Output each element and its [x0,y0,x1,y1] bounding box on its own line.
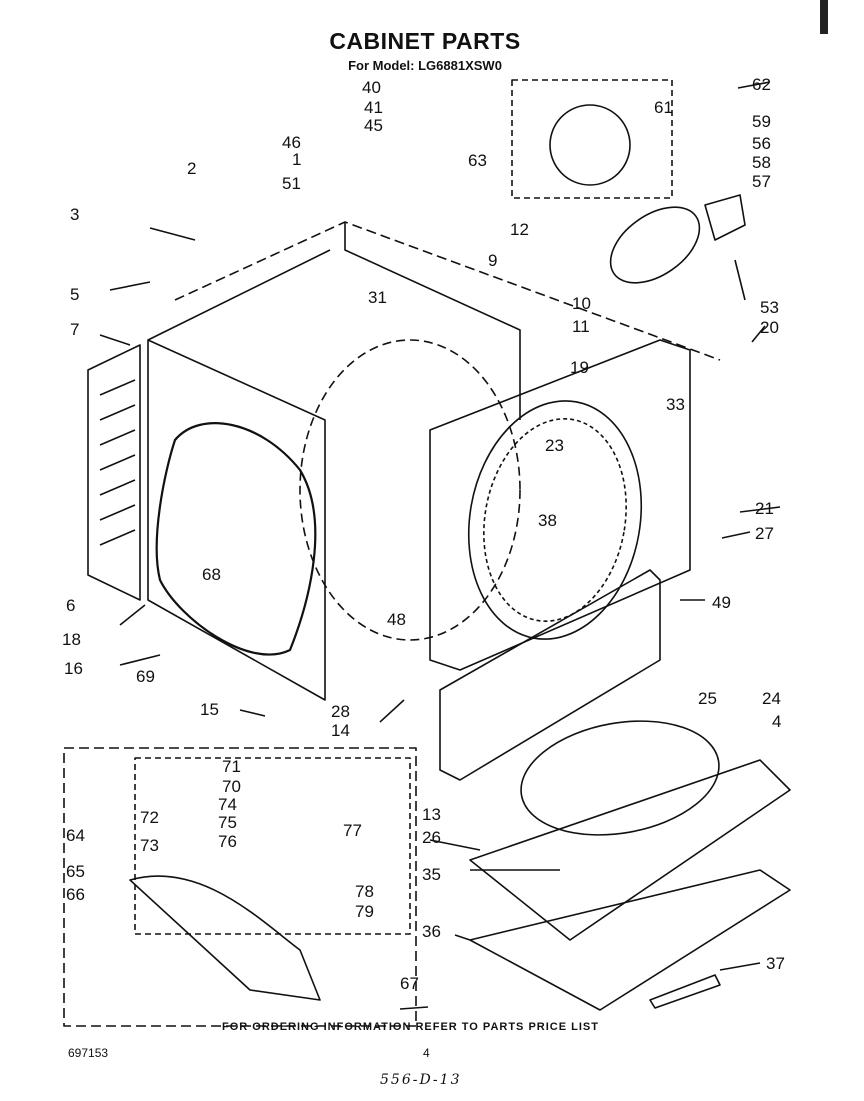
callout-labels: 40 41 45 46 1 63 62 61 59 56 58 57 2 51 … [62,75,785,993]
callout-label: 73 [140,836,159,855]
callout-label: 6 [66,596,75,615]
door-assembly [469,759,791,941]
idler-bracket [704,194,746,241]
callout-label: 27 [755,524,774,543]
callout-label: 56 [752,134,771,153]
corner-registration-mark [820,0,828,34]
callout-label: 70 [222,777,241,796]
callout-label: 69 [136,667,155,686]
callout-label: 5 [70,285,79,304]
callout-label: 9 [488,251,497,270]
inner-door-panel [469,869,791,1011]
front-panel [429,339,691,671]
toe-panel [439,569,661,781]
callout-label: 68 [202,565,221,584]
callout-label: 14 [331,721,350,740]
callout-label: 4 [772,712,781,731]
page-title: CABINET PARTS [329,28,521,54]
callout-label: 45 [364,116,383,135]
cabinet-side-panel [147,339,326,701]
callout-label: 63 [468,151,487,170]
callout-label: 2 [187,159,196,178]
callout-label: 72 [140,808,159,827]
callout-label: 36 [422,922,441,941]
callout-label: 67 [400,974,419,993]
cabinet-cutaway [155,422,317,656]
motor [549,104,631,186]
callout-label: 64 [66,826,85,845]
cabinet-back-panel [344,222,521,420]
model-subtitle: For Model: LG6881XSW0 [348,58,502,73]
callout-label: 11 [572,317,590,336]
callout-label: 58 [752,153,771,172]
callout-label: 35 [422,865,441,884]
gas-valve-subassembly-box [134,757,411,935]
callout-label: 53 [760,298,779,317]
callout-label: 3 [70,205,79,224]
burner-bracket [129,875,321,1001]
callout-label: 25 [698,689,717,708]
handwritten-note: 556-D-13 [380,1072,462,1088]
ordering-note: FOR ORDERING INFORMATION REFER TO PARTS … [222,1021,599,1033]
callout-label: 74 [218,795,237,814]
callout-label: 12 [510,220,529,239]
callout-label: 59 [752,112,771,131]
callout-label: 16 [64,659,83,678]
callout-label: 28 [331,702,350,721]
callout-label: 76 [218,832,237,851]
rear-vent-panel [87,344,141,601]
drive-belt [609,206,701,284]
callout-label: 65 [66,862,85,881]
callout-label: 51 [282,174,301,193]
callout-label: 18 [62,630,81,649]
page-number: 4 [423,1046,430,1060]
drum-outline [299,339,521,641]
callout-label: 15 [200,700,219,719]
callout-label: 41 [364,98,383,117]
callout-label: 1 [292,150,301,169]
callout-label: 62 [752,75,771,94]
door-handle [649,974,721,1009]
callout-label: 24 [762,689,781,708]
callout-label: 75 [218,813,237,832]
callout-label: 57 [752,172,771,191]
callout-label: 79 [355,902,374,921]
callout-label: 61 [654,98,673,117]
callout-label: 49 [712,593,731,612]
cabinet-top-outline [174,221,721,361]
callout-label: 78 [355,882,374,901]
callout-label: 33 [666,395,685,414]
callout-label: 77 [343,821,362,840]
callout-label: 37 [766,954,785,973]
document-number: 697153 [68,1046,109,1060]
callout-label: 46 [282,133,301,152]
callout-label: 66 [66,885,85,904]
callout-label: 48 [387,610,406,629]
callout-label: 7 [70,320,79,339]
door-opening [467,400,643,640]
callout-label: 20 [760,318,779,337]
callout-label: 21 [755,499,774,518]
callout-label: 23 [545,436,564,455]
motor-box [511,79,673,199]
callout-label: 19 [570,358,589,377]
callout-label: 31 [368,288,387,307]
callout-label: 13 [422,805,441,824]
callout-label: 71 [222,757,241,776]
callout-label: 40 [362,78,381,97]
callout-label: 10 [572,294,591,313]
door-seal [520,720,720,836]
callout-label: 38 [538,511,557,530]
callout-label: 26 [422,828,441,847]
